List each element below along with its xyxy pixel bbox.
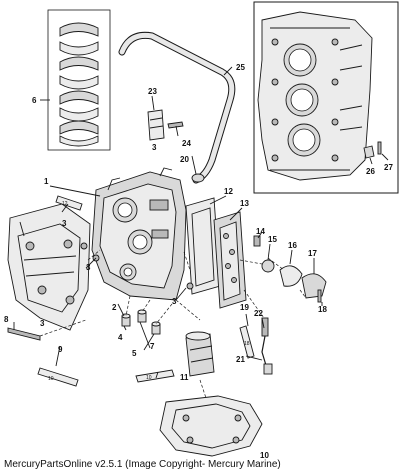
crankcase-block <box>91 167 187 301</box>
sealant-tube-12: 12 <box>55 195 83 211</box>
leader-lines <box>13 95 389 379</box>
callout-24: 24 <box>182 139 191 148</box>
callout-1: 1 <box>44 177 49 186</box>
callout-10: 10 <box>260 451 269 460</box>
callout-20: 20 <box>180 155 189 164</box>
exhaust-cover-plate <box>213 211 247 309</box>
callout-3c: 3 <box>86 263 91 272</box>
inset-cylinder-block-view <box>253 1 399 194</box>
callout-11: 11 <box>180 373 189 382</box>
callout-26: 26 <box>366 167 375 176</box>
temperature-sensor <box>261 317 273 375</box>
explosion-lines <box>39 249 307 399</box>
sealant-tube-10-left: 10 <box>37 367 79 387</box>
callout-27: 27 <box>384 163 393 172</box>
callout-5: 5 <box>132 349 137 358</box>
tube-c-label: 18 <box>244 341 250 347</box>
tube-b-label: 10 <box>48 376 54 382</box>
tube-d-label: 10 <box>146 375 152 381</box>
callout-3d: 3 <box>172 297 177 306</box>
cover-gasket <box>185 197 221 295</box>
callout-16: 16 <box>288 241 297 250</box>
callout-6: 6 <box>32 96 37 105</box>
callout-8: 8 <box>4 315 9 324</box>
hose-bracket <box>147 109 184 141</box>
callout-13: 13 <box>240 199 249 208</box>
main-bearing-set <box>47 9 111 151</box>
callout-19: 19 <box>240 303 249 312</box>
callout-2: 2 <box>112 303 117 312</box>
callout-9: 9 <box>58 345 63 354</box>
water-hose <box>118 31 236 184</box>
callout-7: 7 <box>150 342 155 351</box>
callout-labels: 1 2 3 3 3 3 3 4 5 6 7 8 9 10 11 12 13 14… <box>4 63 393 460</box>
callout-22: 22 <box>254 309 263 318</box>
callout-3b: 3 <box>62 219 67 228</box>
dowel-pins <box>121 309 161 335</box>
callout-18: 18 <box>318 305 327 314</box>
crankcase-cover-left <box>7 203 91 331</box>
callout-15: 15 <box>268 235 277 244</box>
adapter-plate-gasket <box>159 395 263 457</box>
sealant-tube-18: 18 <box>239 325 255 359</box>
callout-3a: 3 <box>152 143 157 152</box>
callout-23: 23 <box>148 87 157 96</box>
hose-clamp <box>191 173 205 183</box>
callout-12: 12 <box>224 187 233 196</box>
callout-25: 25 <box>236 63 245 72</box>
callout-14: 14 <box>256 227 265 236</box>
oil-filter <box>185 331 215 377</box>
callout-4: 4 <box>118 333 123 342</box>
callout-17: 17 <box>308 249 317 258</box>
thermostat-assembly <box>253 235 327 303</box>
sealant-tube-10-center: 10 <box>135 369 175 383</box>
callout-3e: 3 <box>40 319 45 328</box>
tube-a-label: 12 <box>62 201 68 207</box>
callout-21: 21 <box>236 355 245 364</box>
image-copyright-caption: MercuryPartsOnline v2.5.1 (Image Copyrig… <box>4 459 281 470</box>
